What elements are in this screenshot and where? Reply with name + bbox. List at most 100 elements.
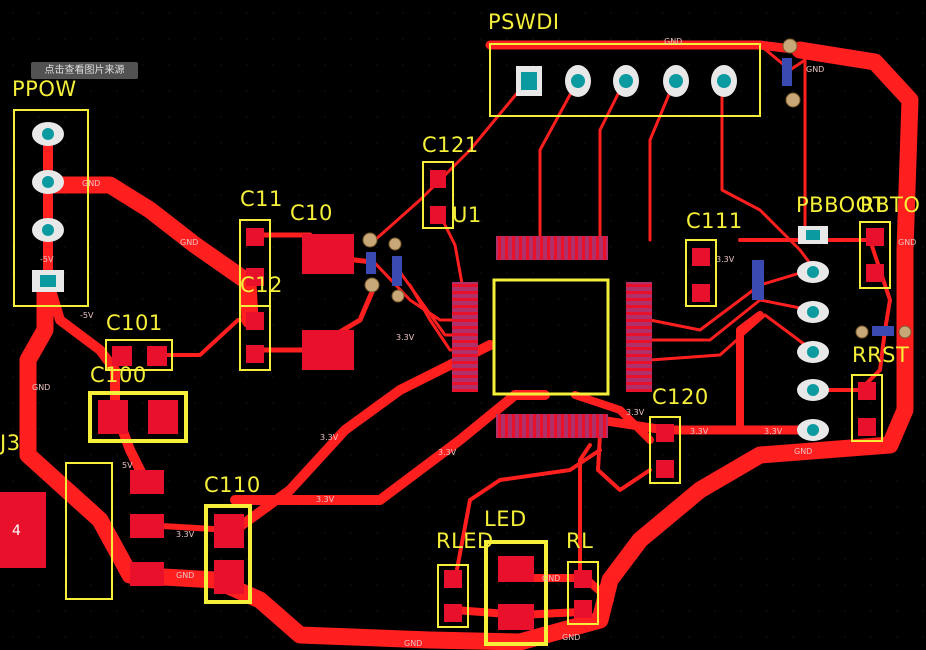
rled-label: RLED: [436, 529, 494, 553]
u1-pin: [626, 361, 652, 364]
c11-label: C11: [240, 187, 283, 211]
led-label: LED: [484, 507, 527, 531]
ppow-pad-3-hole: [42, 224, 54, 236]
small-pad: [752, 260, 764, 300]
u1-pin: [452, 354, 478, 357]
pswdi-pad-5-hole: [717, 74, 731, 88]
u1-pin: [547, 414, 550, 438]
ppow-pad-2-hole: [42, 176, 54, 188]
swd-trace-3: [598, 78, 627, 247]
net-label-gnd: GND: [180, 238, 198, 247]
pswdi-pad-3-hole: [619, 74, 633, 88]
led-pad-2: [498, 604, 534, 630]
pbboot-pad-2-hole: [807, 266, 819, 278]
c111-pad-2: [692, 284, 710, 302]
pbboot-pad-6-hole: [807, 424, 819, 436]
net-label-3v3: 3.3V: [626, 408, 645, 417]
u1-pin: [452, 333, 478, 336]
net-label-gnd: GND: [898, 238, 916, 247]
u1-pin: [526, 236, 529, 260]
u1-right-fan-3: [648, 313, 814, 362]
pbboot-pad-3-hole: [807, 306, 819, 318]
pswdi-pad-4-hole: [669, 74, 683, 88]
u1-pin: [626, 298, 652, 301]
c110-pad-1: [214, 514, 244, 548]
u1-pin: [519, 414, 522, 438]
c110-label: C110: [204, 473, 261, 497]
edge-connector-pad: [0, 492, 46, 568]
u1-pin: [626, 326, 652, 329]
rrst-label: RRST: [852, 343, 909, 367]
c100-pad-1: [98, 400, 128, 434]
u1-pin: [452, 312, 478, 315]
net-label-5v: -5V: [40, 255, 54, 264]
via: [391, 289, 405, 303]
pswdi-outline: [489, 43, 761, 117]
u1-right-fan-1: [648, 268, 812, 332]
u1-pin: [582, 236, 585, 260]
swd-trace-5: [720, 78, 817, 272]
u1-pin: [533, 236, 536, 260]
u1-fan-1: [370, 258, 467, 322]
c12-pad-2: [246, 345, 264, 363]
smd-pads: [0, 170, 884, 630]
c120-outline: [649, 416, 681, 484]
j3-pad-2: [130, 514, 164, 538]
u1-pin: [561, 236, 564, 260]
source-watermark: 点击查看图片来源: [31, 62, 138, 79]
net-label-3v3: 3.3V: [396, 333, 415, 342]
c111-pad-1: [692, 248, 710, 266]
c10-label: C10: [290, 201, 333, 225]
u1-pin: [603, 414, 606, 438]
rl-outline: [567, 561, 599, 625]
small-pad: [872, 326, 894, 336]
pswdi-pad-2-hole: [571, 74, 585, 88]
via: [785, 92, 801, 108]
pbboot-label: PBBOOT: [796, 193, 886, 217]
u1-pin: [596, 236, 599, 260]
u1-outline: [492, 278, 610, 396]
ppow-label: PPOW: [12, 77, 77, 101]
pbboot-pads: [797, 226, 829, 441]
rled-pad-2: [444, 604, 462, 622]
vias: [362, 38, 912, 339]
rrst-pad-2: [858, 418, 876, 436]
3v3-lower-trace: [230, 390, 550, 505]
rbto-pad-1: [866, 228, 884, 246]
via: [782, 38, 798, 54]
c11-pad-2: [246, 268, 264, 286]
u1-pin: [526, 414, 529, 438]
ppow-pads: [32, 122, 64, 292]
rrst-pad-1: [858, 382, 876, 400]
gnd-left-trace: [41, 176, 259, 329]
u1-pin: [554, 414, 557, 438]
c101-label: C101: [106, 311, 163, 335]
net-label-5v: -5V: [80, 311, 94, 320]
c10-pad-1: [302, 234, 354, 274]
u1-pin-stripes: [452, 236, 652, 438]
net-labels: GND GND GND GND GND GND GND GND GND GND …: [32, 37, 916, 648]
rl-trace: [578, 443, 592, 572]
net-label-gnd: GND: [176, 571, 194, 580]
rbto-pad-2: [866, 264, 884, 282]
u1-pin: [540, 236, 543, 260]
small-pad: [366, 252, 376, 274]
u1-pin: [452, 326, 478, 329]
c100-pad-2: [148, 400, 178, 434]
u1-pin: [568, 414, 571, 438]
u1-pin: [540, 414, 543, 438]
u1-pin: [452, 319, 478, 322]
rbto-outline: [859, 221, 891, 289]
u1-pin: [626, 347, 652, 350]
ppow-pad-1-hole: [42, 128, 54, 140]
u1-pin: [626, 284, 652, 287]
u1-pin: [589, 414, 592, 438]
u1-pin: [554, 236, 557, 260]
c12-pad-1: [246, 312, 264, 330]
c110-outline: [204, 504, 252, 604]
j3-pad-1: [130, 470, 164, 494]
net-label-gnd: GND: [542, 574, 560, 583]
net-label-gnd: GND: [82, 179, 100, 188]
c100-label: C100: [90, 363, 147, 387]
u1-pin: [452, 375, 478, 378]
